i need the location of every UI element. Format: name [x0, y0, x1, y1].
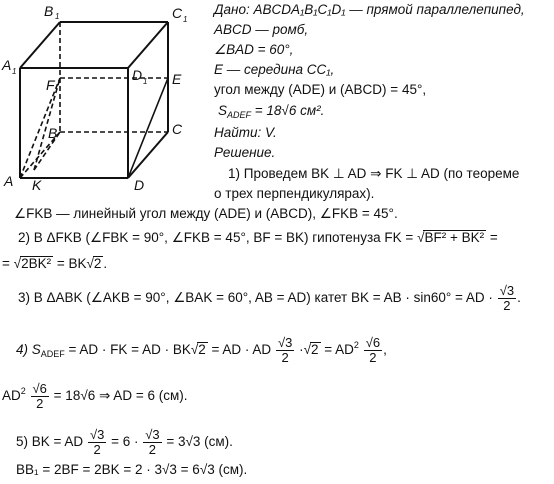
solution-label: Решение.	[214, 145, 276, 160]
given-area: SADEF = 18√6 см².	[218, 103, 325, 120]
parallelepiped-figure: B 1 C 1 A 1 D 1 E F B C A K D	[1, 3, 187, 193]
find-label: Найти: V.	[214, 125, 277, 140]
label-a1: A	[1, 57, 11, 73]
step-2-line-b: = √2BK² = BK√2.	[2, 256, 108, 271]
label-d: D	[134, 177, 144, 193]
step-3-line: 3) В ΔABK (∠AKB = 90°, ∠BAK = 60°, AB = …	[18, 283, 521, 313]
step-2-line-a: 2) В ΔFKB (∠FBK = 90°, ∠FKB = 45°, BF = …	[18, 230, 498, 245]
given-line-5: угол между (ADE) и (ABCD) = 45°,	[214, 82, 427, 97]
label-b: B	[48, 125, 57, 141]
label-c1: C	[172, 5, 183, 21]
svg-text:1: 1	[12, 67, 16, 76]
label-f: F	[46, 77, 56, 93]
step-6-line: BB₁ = 2BF = 2BK = 2 · 3√3 = 6√3 (см).	[16, 462, 248, 477]
given-line-2: ABCD — ромб,	[214, 22, 309, 37]
given-line-1: Дано: ABCDA₁B₁C₁D₁ — прямой параллелепип…	[214, 2, 525, 17]
step-1-line-a: 1) Проведем BK ⊥ AD ⇒ FK ⊥ AD (по теорем…	[228, 166, 520, 181]
given-line-3: ∠BAD = 60°,	[214, 42, 294, 57]
label-k: K	[32, 177, 42, 193]
svg-text:1: 1	[143, 77, 147, 86]
svg-text:1: 1	[183, 15, 187, 24]
step-4-line-a: 4) SADEF = AD · FK = AD · BK√2 = AD · AD…	[16, 335, 387, 365]
step-1-line-b: о трех перпендикулярах).	[214, 186, 375, 201]
label-d1: D	[132, 67, 142, 83]
given-line-4: E — середина CC₁,	[214, 62, 335, 77]
svg-text:1: 1	[55, 12, 59, 21]
label-c: C	[172, 121, 183, 137]
step-1-line-c: ∠FKB — линейный угол между (ADE) и (ABCD…	[14, 206, 398, 221]
label-b1: B	[44, 3, 53, 19]
label-a: A	[3, 173, 13, 189]
label-e: E	[172, 71, 182, 87]
